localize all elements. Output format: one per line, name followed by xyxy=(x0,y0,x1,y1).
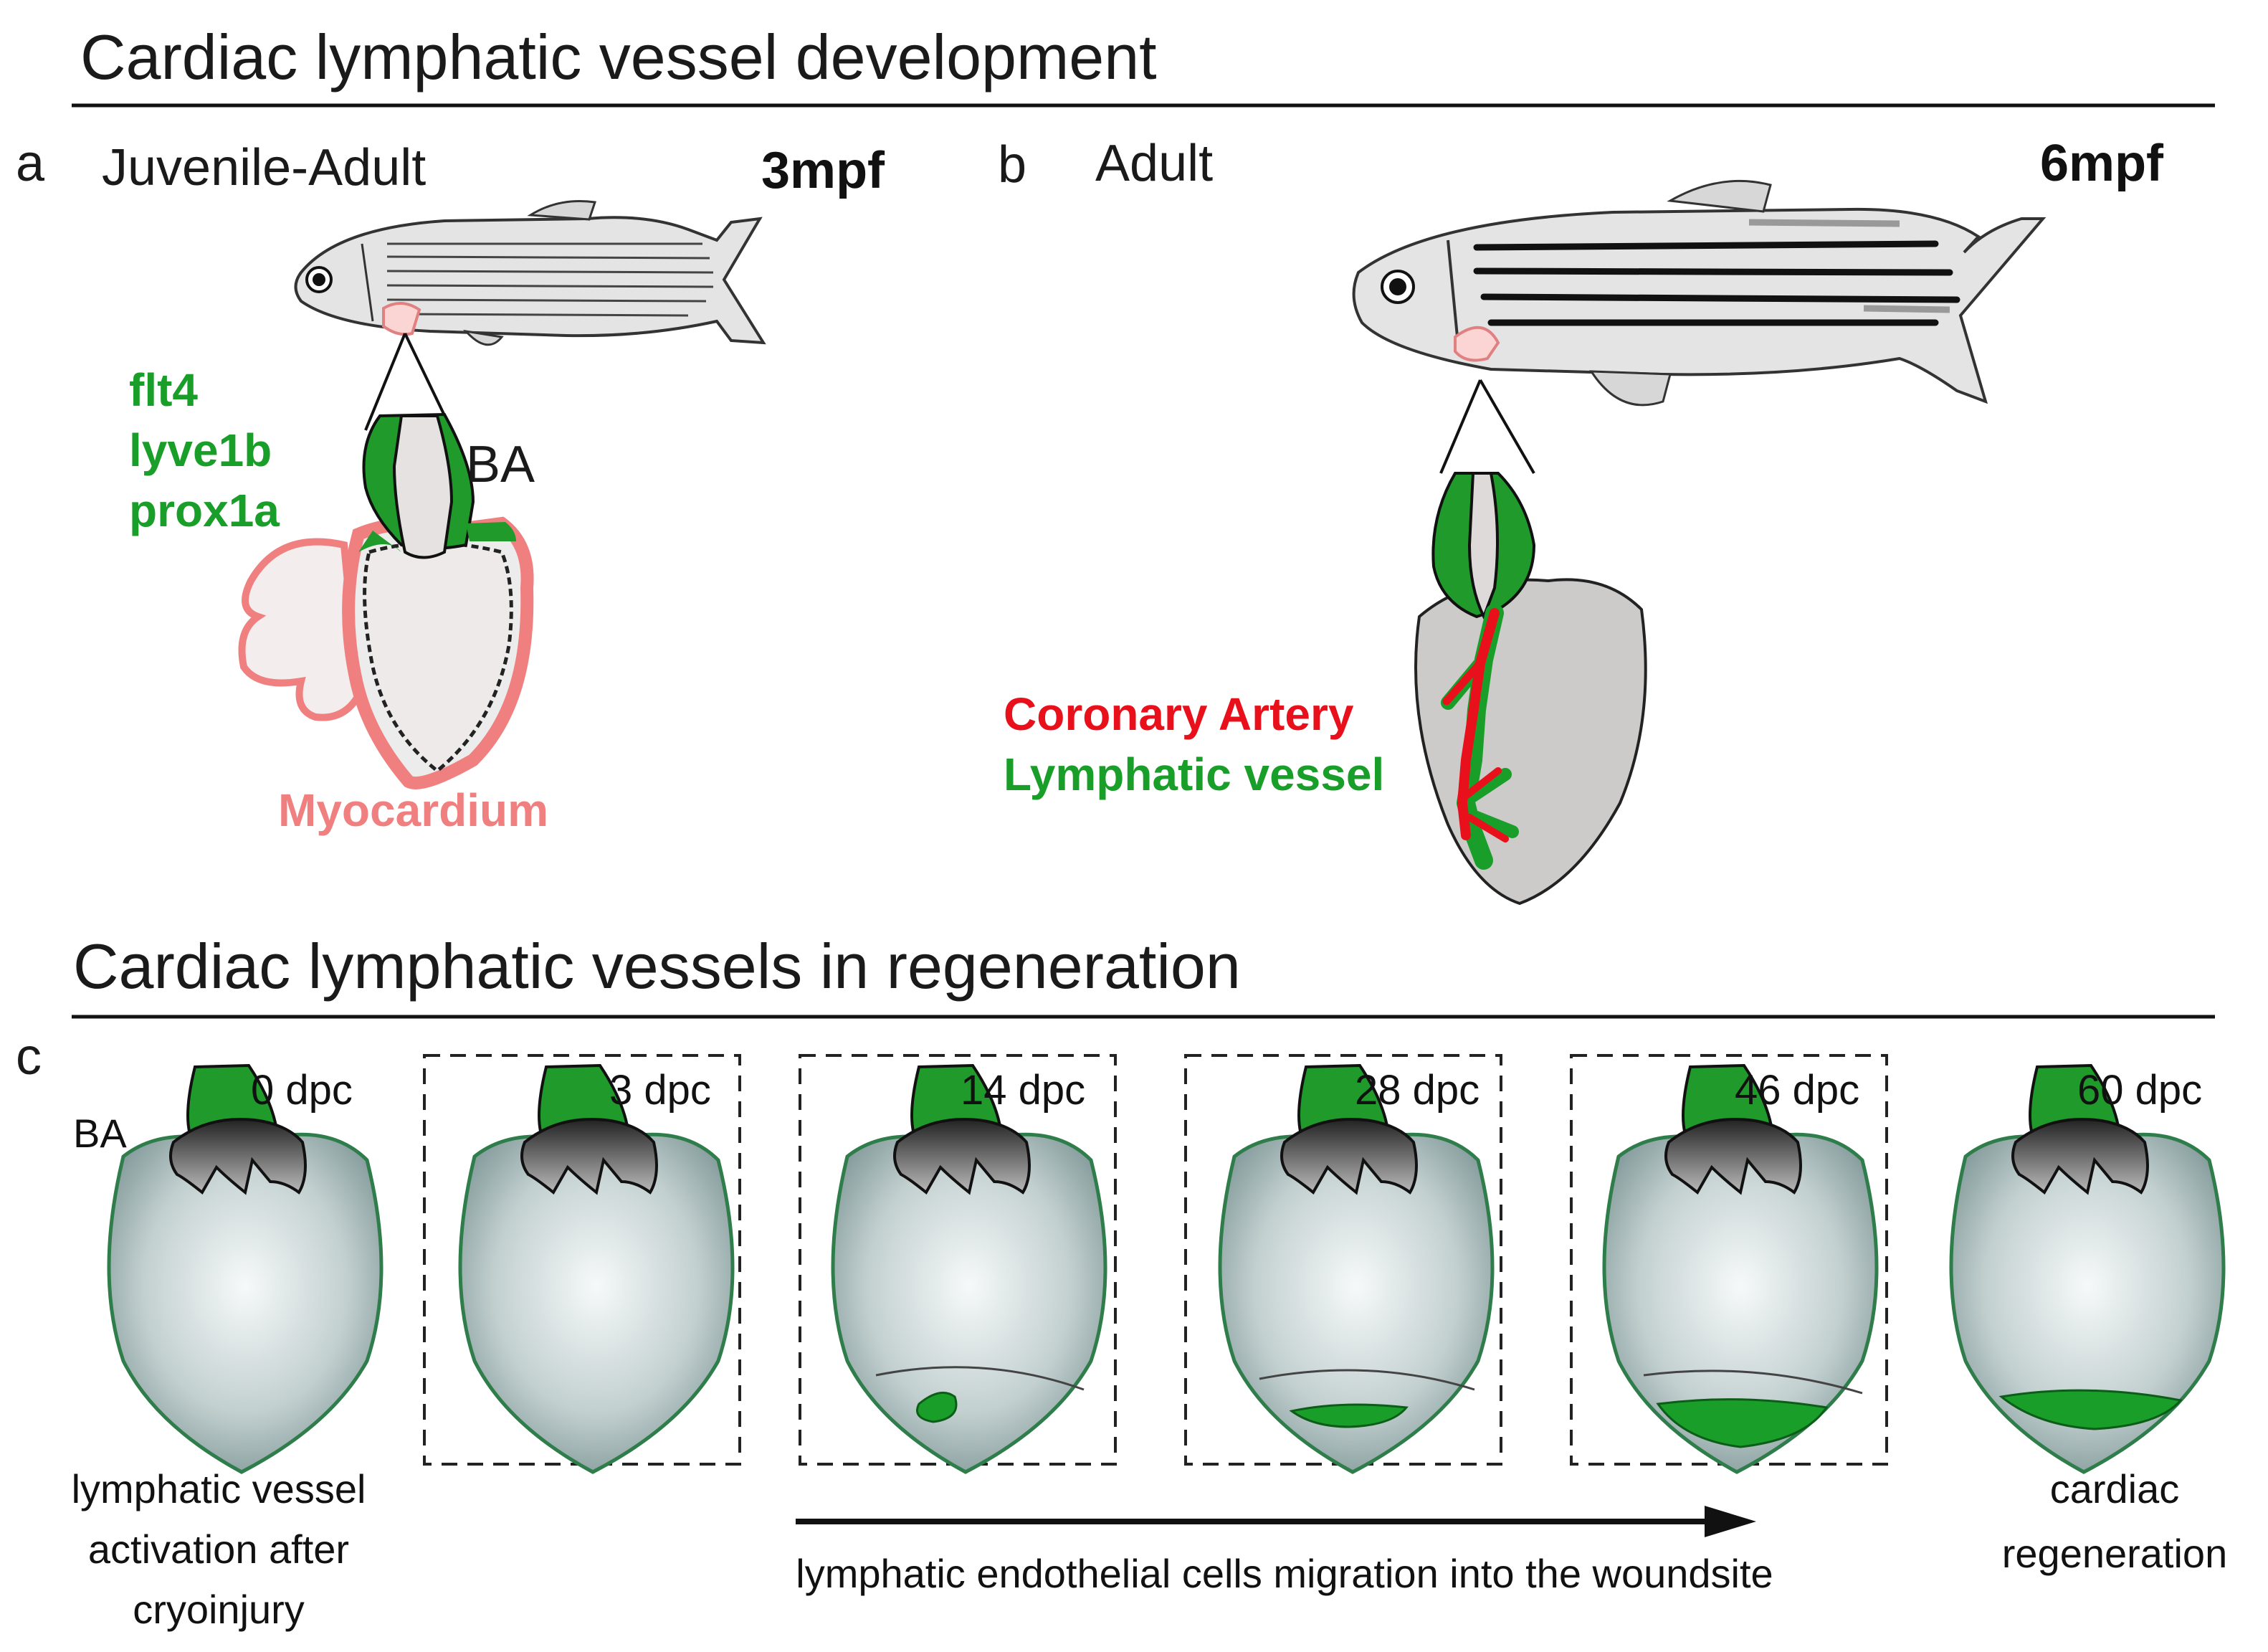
heart-0dpc xyxy=(109,1065,381,1472)
legend-coronary-artery: Coronary Artery xyxy=(1004,688,1354,740)
regeneration-title: Cardiac lymphatic vessels in regeneratio… xyxy=(73,931,1241,1002)
timepoint-0dpc: 0 dpc xyxy=(251,1067,353,1114)
panel-b-heading: Adult xyxy=(1095,135,1213,192)
migration-arrow xyxy=(796,1506,1756,1537)
caption-right-line-1: cardiac xyxy=(2050,1466,2180,1511)
heart-28dpc xyxy=(1220,1065,1492,1472)
adult-heart-illustration xyxy=(1414,472,1647,906)
panel-a-stage: 3mpf xyxy=(761,142,885,199)
timepoint-46dpc: 46 dpc xyxy=(1735,1067,1859,1114)
development-title: Cardiac lymphatic vessel development xyxy=(80,22,1157,92)
timepoint-3dpc: 3 dpc xyxy=(609,1067,711,1114)
zoom-line-left-b xyxy=(1439,379,1482,474)
ba-label-a: BA xyxy=(466,436,535,493)
timepoint-28dpc: 28 dpc xyxy=(1355,1067,1480,1114)
panel-b-stage: 6mpf xyxy=(2040,135,2164,192)
caption-left: lymphatic vessel activation after cryoin… xyxy=(72,1466,366,1632)
heart-3dpc xyxy=(460,1065,733,1472)
legend-lymphatic-vessel: Lymphatic vessel xyxy=(1004,749,1384,800)
marker-lyve1b: lyve1b xyxy=(129,424,272,476)
ba-label-c: BA xyxy=(73,1111,127,1156)
timepoint-14dpc: 14 dpc xyxy=(961,1067,1085,1114)
panel-a-heading: Juvenile-Adult xyxy=(102,139,426,196)
caption-left-line-2: activation after xyxy=(88,1527,349,1572)
heart-60dpc xyxy=(1951,1065,2224,1472)
marker-prox1a: prox1a xyxy=(129,485,280,536)
adult-fish-illustration xyxy=(1352,179,2047,407)
zoom-line-right-b xyxy=(1479,379,1535,474)
marker-list: flt4 lyve1b prox1a xyxy=(129,364,280,536)
marker-flt4: flt4 xyxy=(129,364,198,416)
timepoint-60dpc: 60 dpc xyxy=(2077,1067,2202,1114)
heart-46dpc xyxy=(1604,1065,1877,1472)
heart-14dpc xyxy=(833,1065,1105,1472)
caption-right-line-2: regeneration xyxy=(2002,1531,2227,1576)
juvenile-heart-illustration xyxy=(238,412,534,789)
zoom-line-left xyxy=(364,333,406,431)
myocardium-label: Myocardium xyxy=(278,784,548,836)
caption-left-line-3: cryoinjury xyxy=(133,1587,305,1632)
panel-a-letter: a xyxy=(16,135,45,192)
juvenile-fish-illustration xyxy=(294,199,766,346)
panel-b-letter: b xyxy=(998,136,1026,194)
arrow-caption: lymphatic endothelial cells migration in… xyxy=(796,1551,1773,1596)
caption-left-line-1: lymphatic vessel xyxy=(72,1466,366,1511)
panel-c-letter: c xyxy=(16,1028,42,1086)
caption-right: cardiac regeneration xyxy=(2002,1466,2227,1576)
